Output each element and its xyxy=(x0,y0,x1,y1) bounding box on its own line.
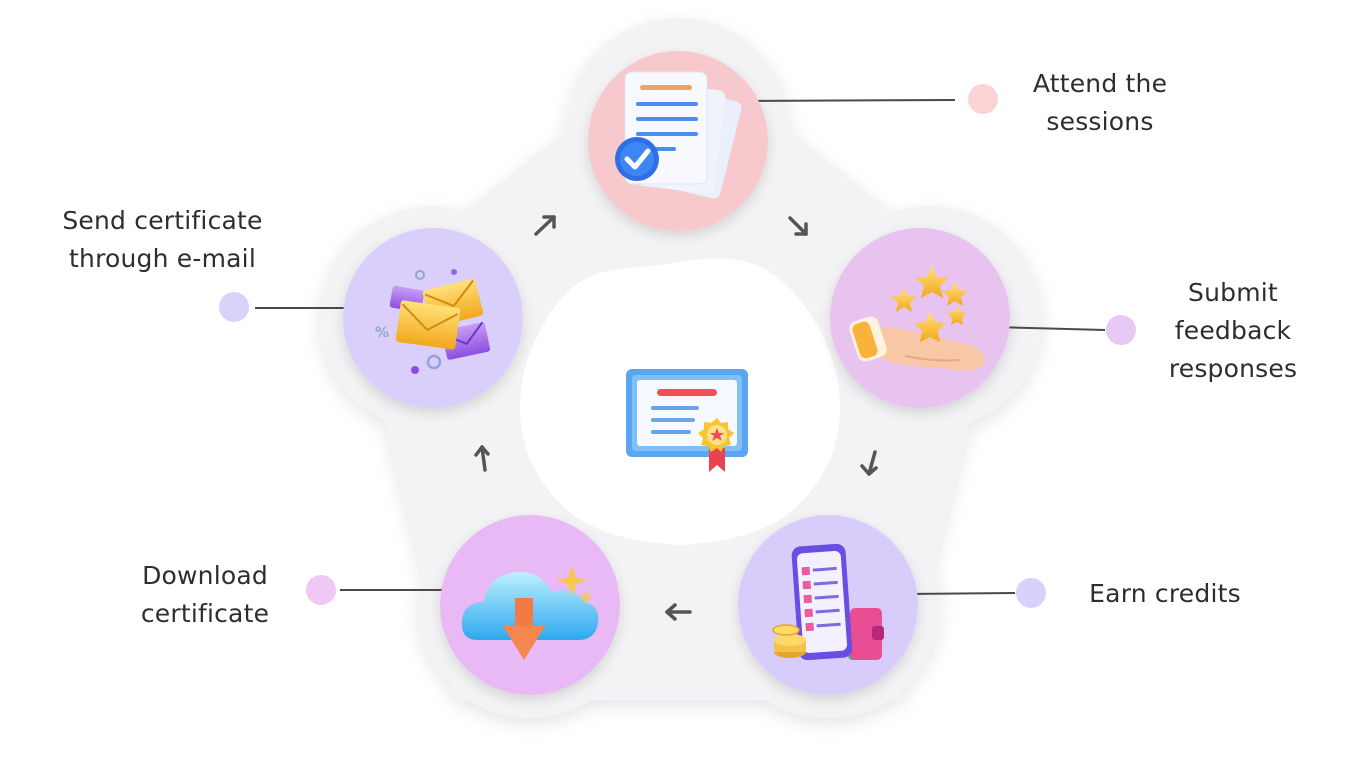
certificate-icon xyxy=(626,369,748,472)
label-attend-line-2: sessions xyxy=(1046,107,1154,136)
arrow-feedback-to-credits xyxy=(860,450,878,476)
dot-attend xyxy=(968,84,998,114)
label-email-line-2: through e-mail xyxy=(69,244,256,273)
dot-download xyxy=(306,575,336,605)
label-feedback-line-1: Submit xyxy=(1188,278,1278,307)
dot-credits xyxy=(1016,578,1046,608)
label-credits-line-1: Earn credits xyxy=(1089,579,1241,608)
label-feedback-line-2: feedback xyxy=(1174,316,1292,345)
arrow-download-to-email xyxy=(474,445,490,472)
label-email: Send certificate through e-mail xyxy=(45,202,280,278)
label-credits: Earn credits xyxy=(1075,575,1255,613)
dot-feedback xyxy=(1106,315,1136,345)
label-download: Download certificate xyxy=(125,557,285,633)
label-feedback-line-3: responses xyxy=(1168,354,1298,383)
label-email-line-1: Send certificate xyxy=(62,206,263,235)
arrow-email-to-attend xyxy=(534,215,556,236)
hand-stars-icon xyxy=(849,266,986,371)
dot-email xyxy=(219,292,249,322)
step-circle-feedback xyxy=(830,228,1010,408)
label-attend-line-1: Attend the xyxy=(1032,69,1168,98)
label-feedback: Submit feedback responses xyxy=(1158,274,1308,388)
cloud-download-icon xyxy=(461,566,599,660)
flow-arrows xyxy=(474,215,878,621)
phone-wallet-coins-icon xyxy=(772,543,884,661)
label-download-line-2: certificate xyxy=(140,599,270,628)
label-attend: Attend the sessions xyxy=(1020,65,1180,141)
arrow-attend-to-feedback xyxy=(788,216,808,236)
label-download-line-1: Download xyxy=(142,561,268,590)
envelopes-icon: % xyxy=(375,269,491,374)
arrow-credits-to-download xyxy=(665,603,692,621)
svg-text:%: % xyxy=(375,325,389,341)
documents-check-icon xyxy=(615,71,742,199)
